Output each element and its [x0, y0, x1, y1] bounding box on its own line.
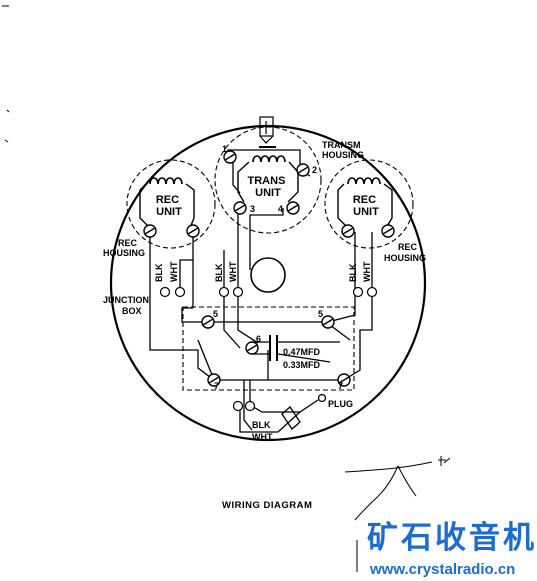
- terminal-7-left-label: 7: [214, 381, 219, 391]
- rec-unit-left-frame: [139, 183, 195, 229]
- terminal-4-label: 4: [278, 204, 283, 214]
- trans-unit-frame: [237, 161, 299, 203]
- transm-housing-label: TRANSM HOUSING: [322, 140, 364, 160]
- grommets: [159, 286, 378, 412]
- terminal-2-label: 2: [312, 165, 317, 175]
- screw-terminal-4: [286, 201, 300, 215]
- watermark-text: 矿石收音机: [367, 520, 537, 555]
- rec-unit-left-label: REC UNIT: [156, 194, 182, 218]
- screw-rec-left-blk: [143, 224, 157, 238]
- screw-terminals: [143, 150, 395, 387]
- wire-label-blk-right: BLK: [348, 263, 358, 282]
- junction-box-outline: [182, 306, 355, 391]
- transm-housing-outline: [214, 126, 322, 234]
- trans-coil: [252, 155, 286, 163]
- terminal-7-right-label: 7: [338, 381, 343, 391]
- rec-housing-right-label: REC HOUSING: [384, 242, 426, 263]
- watermark-url: www.crystalradio.cn: [369, 561, 515, 578]
- rec-unit-right-label: REC UNIT: [353, 194, 379, 218]
- terminal-3-label: 3: [250, 204, 255, 214]
- wire-label-blk-plug: BLK: [252, 420, 271, 430]
- terminal-5-right-label: 5: [318, 309, 323, 319]
- screw-terminal-6: [245, 341, 259, 355]
- signature-scribble: [344, 456, 451, 572]
- center-hole: [250, 257, 286, 293]
- screw-rec-right-blk: [341, 224, 355, 238]
- terminal-5-left-label: 5: [213, 309, 218, 319]
- screw-terminal-7-right: [337, 373, 351, 387]
- outer-housing-circle: [109, 124, 427, 442]
- screw-terminal-2: [296, 163, 310, 177]
- terminal-6-label: 6: [256, 334, 261, 344]
- trans-unit-label: TRANS UNIT: [248, 175, 289, 199]
- capacitor-0-33: [269, 347, 278, 361]
- screw-rec-left-wht: [186, 224, 200, 238]
- rec-coil-right: [347, 177, 381, 185]
- terminal-1-label: 1: [222, 144, 227, 154]
- plug-label: PLUG: [328, 399, 353, 409]
- rec-unit-right-frame: [337, 183, 393, 229]
- screw-terminal-1: [223, 150, 237, 164]
- capacitor-047-label: 0.47MFD: [283, 347, 321, 357]
- capacitor-033-label: 0.33MFD: [283, 360, 321, 370]
- wire-label-wht-right: WHT: [362, 261, 372, 282]
- wire-label-blk-center: BLK: [214, 263, 224, 282]
- rec-coil-left: [149, 177, 183, 185]
- diagram-title: WIRING DIAGRAM: [222, 500, 312, 511]
- plug-body: [281, 393, 327, 430]
- screw-rec-right-wht: [381, 224, 395, 238]
- screw-terminal-3: [233, 201, 247, 215]
- margin-marks: [2, 5, 10, 143]
- top-plug-connector: [259, 116, 276, 148]
- wire-label-wht-center: WHT: [228, 261, 238, 282]
- wire-label-wht-left: WHT: [169, 261, 179, 282]
- wire-label-blk-left: BLK: [154, 263, 164, 282]
- capacitor-0-47: [269, 335, 278, 349]
- screw-terminal-7-left: [207, 373, 221, 387]
- junction-box-label: JUNCTION BOX: [103, 295, 152, 316]
- rec-housing-left-outline: [126, 159, 216, 249]
- wire-label-wht-plug: WHT: [252, 432, 273, 442]
- screw-terminal-5-left: [201, 315, 215, 329]
- screw-terminal-5-right: [321, 315, 335, 329]
- rec-housing-left-label: REC HOUSING: [103, 238, 145, 258]
- rec-housing-right-outline: [324, 159, 414, 249]
